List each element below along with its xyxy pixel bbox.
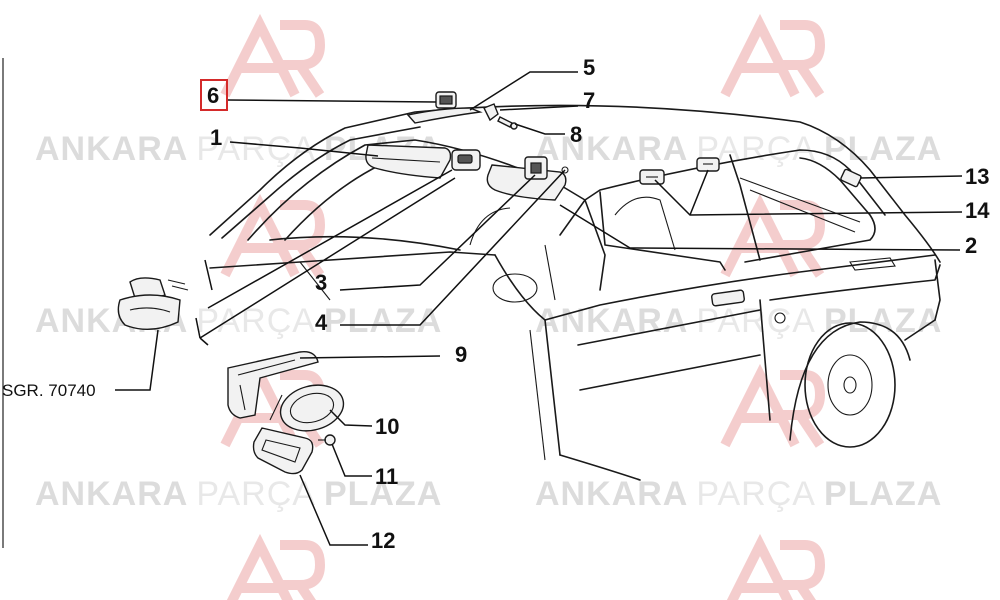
car-body [209,104,941,481]
visor-bracket [524,156,548,180]
callout-1[interactable]: 1 [210,125,222,150]
callout-4[interactable]: 4 [315,310,328,335]
sun-visor-left [365,144,452,179]
small-screw [561,166,569,174]
watermark-word-c: PLAZA [824,475,942,513]
handle-screw [497,116,518,130]
rear-view-mirror [117,277,189,330]
lamp-bezel-9 [227,351,319,419]
handle-clip [483,103,499,122]
mirror-mount [451,149,481,171]
watermark-word-c: PLAZA [824,302,942,340]
grab-handle [406,91,483,124]
watermark-logo [220,13,326,98]
leader-lines [115,71,963,546]
watermark-logo [720,13,826,98]
callout-6[interactable]: 6 [207,83,219,108]
watermark-logo [726,533,826,600]
callout-2[interactable]: 2 [965,233,977,258]
courtesy-lamp-right [696,157,720,172]
watermark-word-c: PLAZA [824,130,942,168]
watermark-word-a: ANKARA [35,130,188,168]
watermark-word-b: PARÇA [196,475,316,513]
watermark-logo [720,363,826,448]
watermark-word-a: ANKARA [535,475,688,513]
callout-11[interactable]: 11 [375,464,398,489]
reference-sgr[interactable]: SGR. 70740 [2,381,96,400]
watermark-word-b: PARÇA [696,302,816,340]
callout-8[interactable]: 8 [570,122,582,147]
watermark-word-b: PARÇA [696,475,816,513]
callout-6-highlight-box [200,79,228,111]
watermark-logo [226,533,326,600]
watermark-word-a: ANKARA [535,302,688,340]
callout-14[interactable]: 14 [965,198,990,223]
lamp-lens-12 [252,427,314,475]
courtesy-lamp-left [639,169,665,185]
callout-10[interactable]: 10 [375,414,399,439]
callout-12[interactable]: 12 [371,528,395,553]
watermark-logo [720,193,826,278]
watermark-word-a: ANKARA [35,475,188,513]
watermark-word-b: PARÇA [196,130,316,168]
callout-3[interactable]: 3 [315,270,327,295]
callout-7[interactable]: 7 [583,88,595,113]
watermark-word-c: PLAZA [324,302,442,340]
lamp-housing-10 [269,384,345,432]
callout-13[interactable]: 13 [965,164,989,189]
screw-11 [318,434,336,446]
callout-labels: 6 5 7 8 1 13 14 2 3 4 9 10 11 12 SGR. 70… [2,55,990,553]
watermark-word-c: PLAZA [324,475,442,513]
callout-9[interactable]: 9 [455,342,467,367]
watermark-word-a: ANKARA [535,130,688,168]
watermark-word-b: PARÇA [196,302,316,340]
callout-5[interactable]: 5 [583,55,595,80]
rear-lamp [840,168,862,188]
